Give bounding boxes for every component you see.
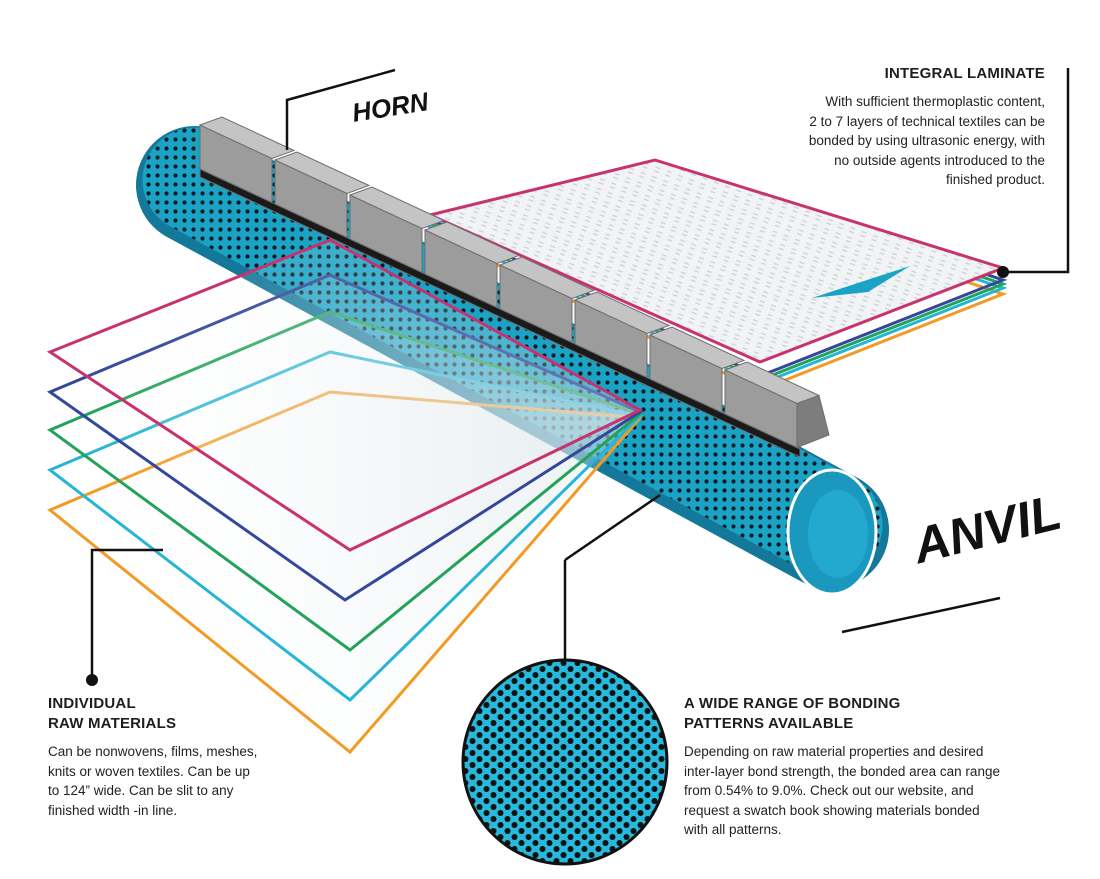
horn-segment-top bbox=[198, 116, 296, 160]
raw-materials-callout: INDIVIDUAL RAW MATERIALS Can be nonwoven… bbox=[48, 694, 257, 820]
leader-lines bbox=[90, 68, 1070, 680]
body-line: Can be nonwovens, films, meshes, bbox=[48, 744, 258, 759]
direction-arrow-icon bbox=[812, 266, 910, 298]
horn-segment-top bbox=[498, 256, 596, 300]
horn-segment-top bbox=[648, 326, 746, 370]
horn-segment-top bbox=[273, 151, 371, 195]
raw-materials-pointer-dot bbox=[86, 674, 98, 686]
body-line: With sufficient thermoplastic content, bbox=[825, 94, 1045, 109]
raw-materials-title: RAW MATERIALS bbox=[48, 715, 177, 732]
body-line: knits or woven textiles. Can be up bbox=[48, 763, 250, 779]
body-line: finished width -in line. bbox=[48, 802, 178, 818]
body-line: Depending on raw material properties and… bbox=[684, 744, 984, 759]
body-line: 2 to 7 layers of technical textiles can … bbox=[809, 113, 1045, 129]
body-line: from 0.54% to 9.0%. Check out our websit… bbox=[684, 783, 974, 798]
bonding-patterns-callout: A WIDE RANGE OF BONDING PATTERNS AVAILAB… bbox=[684, 694, 1000, 840]
body-line: request a swatch book showing materials … bbox=[684, 802, 980, 818]
horn-segment-top bbox=[348, 186, 446, 230]
raw-material-layers bbox=[46, 238, 644, 755]
raw-materials-title: INDIVIDUAL bbox=[48, 695, 136, 712]
body-line: no outside agents introduced to the bbox=[834, 152, 1045, 168]
bonding-pattern-swatch bbox=[461, 493, 669, 866]
horn-segment-top bbox=[423, 221, 521, 265]
bonding-patterns-title: PATTERNS AVAILABLE bbox=[684, 715, 854, 732]
body-line: to 124” wide. Can be slit to any bbox=[48, 783, 234, 798]
body-line: finished product. bbox=[945, 172, 1045, 187]
integral-laminate-callout: INTEGRAL LAMINATE With sufficient thermo… bbox=[809, 64, 1045, 190]
body-line: inter-layer bond strength, the bonded ar… bbox=[684, 763, 1000, 779]
laminate-pointer-dot bbox=[997, 266, 1009, 278]
integral-laminate-title: INTEGRAL LAMINATE bbox=[884, 65, 1045, 82]
bonding-patterns-title: A WIDE RANGE OF BONDING bbox=[684, 695, 901, 712]
body-line: bonded by using ultrasonic energy, with bbox=[808, 133, 1045, 148]
horn-end-cap bbox=[796, 394, 830, 449]
horn-bar bbox=[198, 116, 830, 458]
horn-segment-top bbox=[573, 291, 671, 335]
body-line: with all patterns. bbox=[684, 822, 782, 837]
